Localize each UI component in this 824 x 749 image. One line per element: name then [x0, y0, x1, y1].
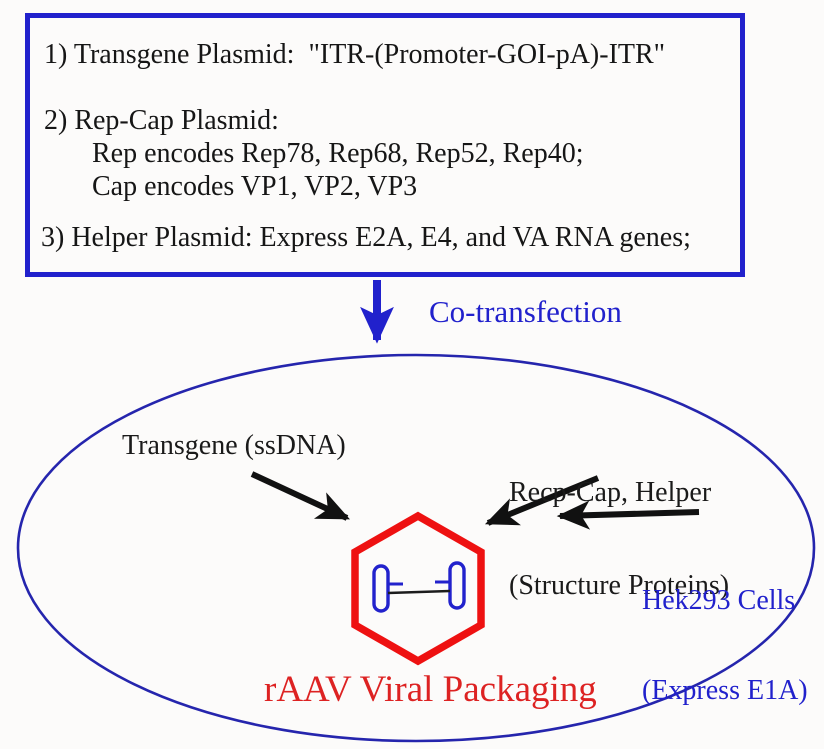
ssdna-genome-icon — [372, 561, 466, 613]
hek293-cell-ellipse — [16, 353, 816, 743]
repcap-helper-label: Recp-Cap, Helper (Structure Proteins) — [509, 415, 729, 663]
repcap-helper-arrow-icon — [484, 475, 600, 526]
hek293-cells-label-line2: (Express E1A) — [642, 675, 808, 706]
genome-strand-line — [387, 589, 451, 595]
itr-right-hairpin-icon — [448, 561, 466, 610]
plasmid-components-box — [25, 13, 745, 277]
itr-left-hairpin-icon — [372, 564, 390, 613]
repcap-helper-label-line1: Recp-Cap, Helper — [509, 477, 712, 508]
hek293-arrow-icon — [556, 500, 700, 530]
repcap-helper-label-line2: (Structure Proteins) — [509, 570, 730, 601]
co-transfection-label: Co-transfection — [429, 294, 622, 329]
hek293-cells-label-line1: Hek293 Cells — [642, 585, 796, 616]
helper-plasmid-line: 3) Helper Plasmid: Express E2A, E4, and … — [41, 222, 691, 253]
cap-encodes-line: Cap encodes VP1, VP2, VP3 — [92, 171, 418, 202]
transgene-ssdna-label: Transgene (ssDNA) — [122, 430, 346, 461]
raav-viral-packaging-label: rAAV Viral Packaging — [264, 669, 597, 710]
hek293-cells-label: Hek293 Cells (Express E1A) — [642, 526, 808, 749]
transgene-plasmid-line: 1) Transgene Plasmid: "ITR-(Promoter-GOI… — [44, 39, 666, 70]
capsid-hexagon-icon — [351, 511, 485, 666]
rep-encodes-line: Rep encodes Rep78, Rep68, Rep52, Rep40; — [92, 138, 584, 169]
transgene-arrow-icon — [250, 471, 350, 521]
rep-cap-plasmid-line: 2) Rep-Cap Plasmid: — [44, 105, 279, 136]
